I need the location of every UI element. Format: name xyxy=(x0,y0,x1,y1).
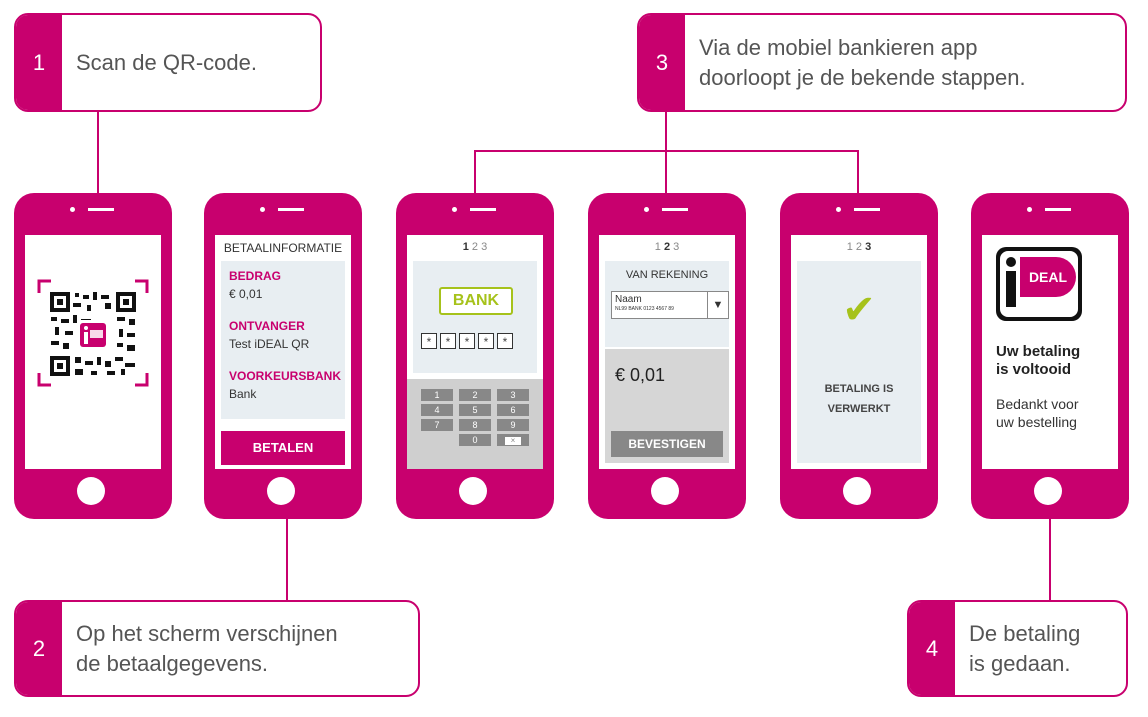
phone-payment-info: BETAALINFORMATIE BEDRAG € 0,01 ONTVANGER… xyxy=(204,193,362,519)
pin-digit: * xyxy=(478,333,494,349)
connector-3-left xyxy=(474,150,476,194)
step-text: Op het scherm verschijnen de betaalgegev… xyxy=(76,620,338,676)
speaker-icon xyxy=(452,207,498,213)
status-line-1: BETALING IS xyxy=(824,383,894,395)
from-account-label: VAN REKENING xyxy=(625,269,709,281)
confirm-button[interactable]: BEVESTIGEN xyxy=(611,431,723,457)
callout-step-4: 4 De betaling is gedaan. xyxy=(907,600,1128,697)
step-text: Via de mobiel bankieren app doorloopt je… xyxy=(699,34,1026,90)
recipient-value: Test iDEAL QR xyxy=(229,337,310,351)
speaker-icon xyxy=(1027,207,1073,213)
step-number: 2 xyxy=(16,602,62,695)
connector-2 xyxy=(286,517,288,601)
bank-logo: BANK xyxy=(439,287,513,315)
qr-code-icon xyxy=(37,279,149,387)
speaker-icon xyxy=(260,207,306,213)
callout-step-1: 1 Scan de QR-code. xyxy=(14,13,322,112)
step-indicator: 1 2 3 xyxy=(462,241,488,253)
phone-payment-processed: 1 2 3 ✔ BETALING IS VERWERKT xyxy=(780,193,938,519)
status-panel: ✔ BETALING IS VERWERKT xyxy=(797,261,921,463)
status-line-2: VERWERKT xyxy=(827,403,891,415)
ideal-logo-text: DEAL xyxy=(1020,257,1076,297)
ideal-logo: DEAL xyxy=(996,247,1082,321)
bank-label: VOORKEURSBANK xyxy=(229,369,342,383)
key-4[interactable]: 4 xyxy=(421,404,453,416)
checkmark-icon: ✔ xyxy=(842,288,876,332)
account-number: NL99 BANK 0123 4567 89 xyxy=(615,306,674,312)
backspace-icon: × xyxy=(505,437,521,445)
account-select[interactable]: Naam NL99 BANK 0123 4567 89 ▼ xyxy=(611,291,729,319)
key-5[interactable]: 5 xyxy=(459,404,491,416)
key-2[interactable]: 2 xyxy=(459,389,491,401)
phone-payment-complete: DEAL Uw betaling is voltooid Bedankt voo… xyxy=(971,193,1129,519)
amount-label: BEDRAG xyxy=(229,269,282,283)
account-name: Naam xyxy=(615,294,642,305)
home-button xyxy=(459,477,487,505)
login-panel: BANK ***** xyxy=(413,261,537,373)
pay-button[interactable]: BETALEN xyxy=(221,431,345,465)
phone-screen: 1 2 3 BANK ***** 1 2 3 4 5 6 7 8 9 0 × xyxy=(407,235,543,469)
connector-3-stem xyxy=(665,112,667,194)
recipient-label: ONTVANGER xyxy=(229,319,305,333)
step-text: De betaling is gedaan. xyxy=(969,620,1081,676)
backspace-key[interactable]: × xyxy=(497,434,529,446)
keypad: 1 2 3 4 5 6 7 8 9 0 × xyxy=(407,379,543,469)
home-button xyxy=(1034,477,1062,505)
home-button xyxy=(651,477,679,505)
payment-details: BEDRAG € 0,01 ONTVANGER Test iDEAL QR VO… xyxy=(221,261,345,419)
amount-value: € 0,01 xyxy=(615,365,666,385)
account-panel: VAN REKENING Naam NL99 BANK 0123 4567 89… xyxy=(605,261,729,347)
connector-4 xyxy=(1049,517,1051,601)
step-text: Scan de QR-code. xyxy=(76,49,257,75)
key-6[interactable]: 6 xyxy=(497,404,529,416)
connector-1 xyxy=(97,112,99,194)
step-number: 1 xyxy=(16,15,62,110)
phone-screen: 1 2 3 ✔ BETALING IS VERWERKT xyxy=(791,235,927,469)
bank-value: Bank xyxy=(229,387,257,401)
key-1[interactable]: 1 xyxy=(421,389,453,401)
phone-screen: 1 2 3 VAN REKENING Naam NL99 BANK 0123 4… xyxy=(599,235,735,469)
step-number: 4 xyxy=(909,602,955,695)
connector-3-bar xyxy=(474,150,859,152)
screen-title: BETAALINFORMATIE xyxy=(223,241,343,255)
step-indicator: 1 2 3 xyxy=(846,241,872,253)
pin-field[interactable]: ***** xyxy=(421,333,513,351)
phone-select-account: 1 2 3 VAN REKENING Naam NL99 BANK 0123 4… xyxy=(588,193,746,519)
step-indicator: 1 2 3 xyxy=(654,241,680,253)
amount-value: € 0,01 xyxy=(229,287,263,301)
speaker-icon xyxy=(644,207,690,213)
home-button xyxy=(843,477,871,505)
pin-digit: * xyxy=(497,333,513,349)
callout-step-2: 2 Op het scherm verschijnen de betaalgeg… xyxy=(14,600,420,697)
speaker-icon xyxy=(70,207,116,213)
pin-digit: * xyxy=(440,333,456,349)
key-3[interactable]: 3 xyxy=(497,389,529,401)
phone-screen: BETAALINFORMATIE BEDRAG € 0,01 ONTVANGER… xyxy=(215,235,351,469)
done-title: Uw betaling is voltooid xyxy=(996,343,1081,378)
speaker-icon xyxy=(836,207,882,213)
amount-panel: € 0,01 BEVESTIGEN xyxy=(605,349,729,463)
key-9[interactable]: 9 xyxy=(497,419,529,431)
dropdown-arrow-icon: ▼ xyxy=(707,292,728,318)
phone-bank-login: 1 2 3 BANK ***** 1 2 3 4 5 6 7 8 9 0 × xyxy=(396,193,554,519)
phone-qr xyxy=(14,193,172,519)
key-0[interactable]: 0 xyxy=(459,434,491,446)
key-8[interactable]: 8 xyxy=(459,419,491,431)
home-button xyxy=(267,477,295,505)
step-number: 3 xyxy=(639,15,685,110)
pin-digit: * xyxy=(459,333,475,349)
phone-screen xyxy=(25,235,161,469)
pin-digit: * xyxy=(421,333,437,349)
home-button xyxy=(77,477,105,505)
callout-step-3: 3 Via de mobiel bankieren app doorloopt … xyxy=(637,13,1127,112)
connector-3-right xyxy=(857,150,859,194)
phone-screen: DEAL Uw betaling is voltooid Bedankt voo… xyxy=(982,235,1118,469)
key-7[interactable]: 7 xyxy=(421,419,453,431)
thanks-text: Bedankt voor uw bestelling xyxy=(996,396,1079,430)
